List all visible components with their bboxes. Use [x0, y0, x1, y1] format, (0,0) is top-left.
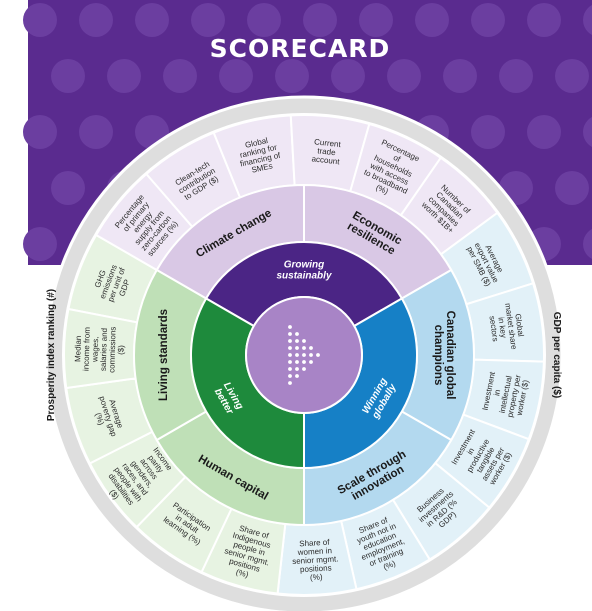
indicator-label: GHGemissionsper unit ofGDP: [90, 260, 135, 306]
hub-dot: [316, 353, 320, 357]
hub-dot: [302, 353, 306, 357]
hub-dot: [309, 353, 313, 357]
banner-dot: [23, 115, 57, 149]
hub-dot: [309, 346, 313, 350]
banner-dot: [471, 3, 505, 37]
hub-dot: [295, 353, 299, 357]
hub-dot: [302, 367, 306, 371]
theme-label-global_champions: Canadian globalchampions: [432, 311, 456, 400]
banner-dot: [23, 3, 57, 37]
banner-dot: [499, 59, 533, 93]
hub-dot: [309, 360, 313, 364]
banner-dot: [555, 171, 589, 205]
hub-dot: [295, 332, 299, 336]
hub-dot: [288, 381, 292, 385]
indicator-label: Incomeparityacrossgenders,races, andpeop…: [99, 440, 179, 514]
outer-label-left: Prosperity index ranking (#): [46, 289, 57, 421]
banner-dot: [275, 59, 309, 93]
banner-dot: [135, 3, 169, 37]
page-title: SCORECARD: [210, 34, 391, 63]
triangle-of-dots-icon: [288, 325, 320, 385]
hub-dot: [288, 367, 292, 371]
indicator-label: Share ofwomen insenior mgmt.positions(%): [291, 537, 340, 583]
hub-dot: [288, 374, 292, 378]
banner-dot: [219, 59, 253, 93]
banner-dot: [583, 229, 592, 259]
hub-dot: [302, 346, 306, 350]
outer-label-right: GDP per capita ($): [551, 312, 562, 399]
banner-dot: [51, 171, 85, 205]
hub-dot: [288, 339, 292, 343]
banner-dot: [359, 3, 393, 37]
hub-dot: [288, 332, 292, 336]
hub-dot: [302, 360, 306, 364]
indicator-label: Globalranking forfinancing ofSMEs: [236, 134, 284, 177]
banner-dot: [555, 59, 589, 93]
banner-dot: [247, 3, 281, 37]
banner-dot: [23, 227, 57, 261]
hub-dot: [295, 360, 299, 364]
hub-dot: [295, 346, 299, 350]
banner-dot: [191, 3, 225, 37]
banner-dot: [527, 3, 561, 37]
hub-dot: [288, 360, 292, 364]
hub-dot: [295, 367, 299, 371]
banner-dot: [415, 3, 449, 37]
hub-dot: [302, 339, 306, 343]
banner-dot: [107, 59, 141, 93]
banner-dot: [331, 59, 365, 93]
banner-dot: [79, 115, 113, 149]
banner-dot: [583, 5, 592, 35]
hub-dot: [295, 374, 299, 378]
indicator-label: Currenttradeaccount: [311, 137, 343, 166]
indicator-label: Medianincome fromwages,salaries andcommi…: [73, 326, 126, 374]
theme-label-living: Living standards: [158, 309, 170, 401]
banner-dot: [443, 59, 477, 93]
banner-dot: [79, 3, 113, 37]
banner-dot: [583, 117, 592, 147]
banner-dot: [51, 59, 85, 93]
hub-dot: [295, 339, 299, 343]
hub-dot: [288, 346, 292, 350]
hub-dot: [288, 353, 292, 357]
hub-dot: [288, 325, 292, 329]
banner-dot: [303, 3, 337, 37]
banner-dot: [387, 59, 421, 93]
banner-dot: [163, 59, 197, 93]
banner-dot: [527, 115, 561, 149]
banner-dot: [471, 115, 505, 149]
